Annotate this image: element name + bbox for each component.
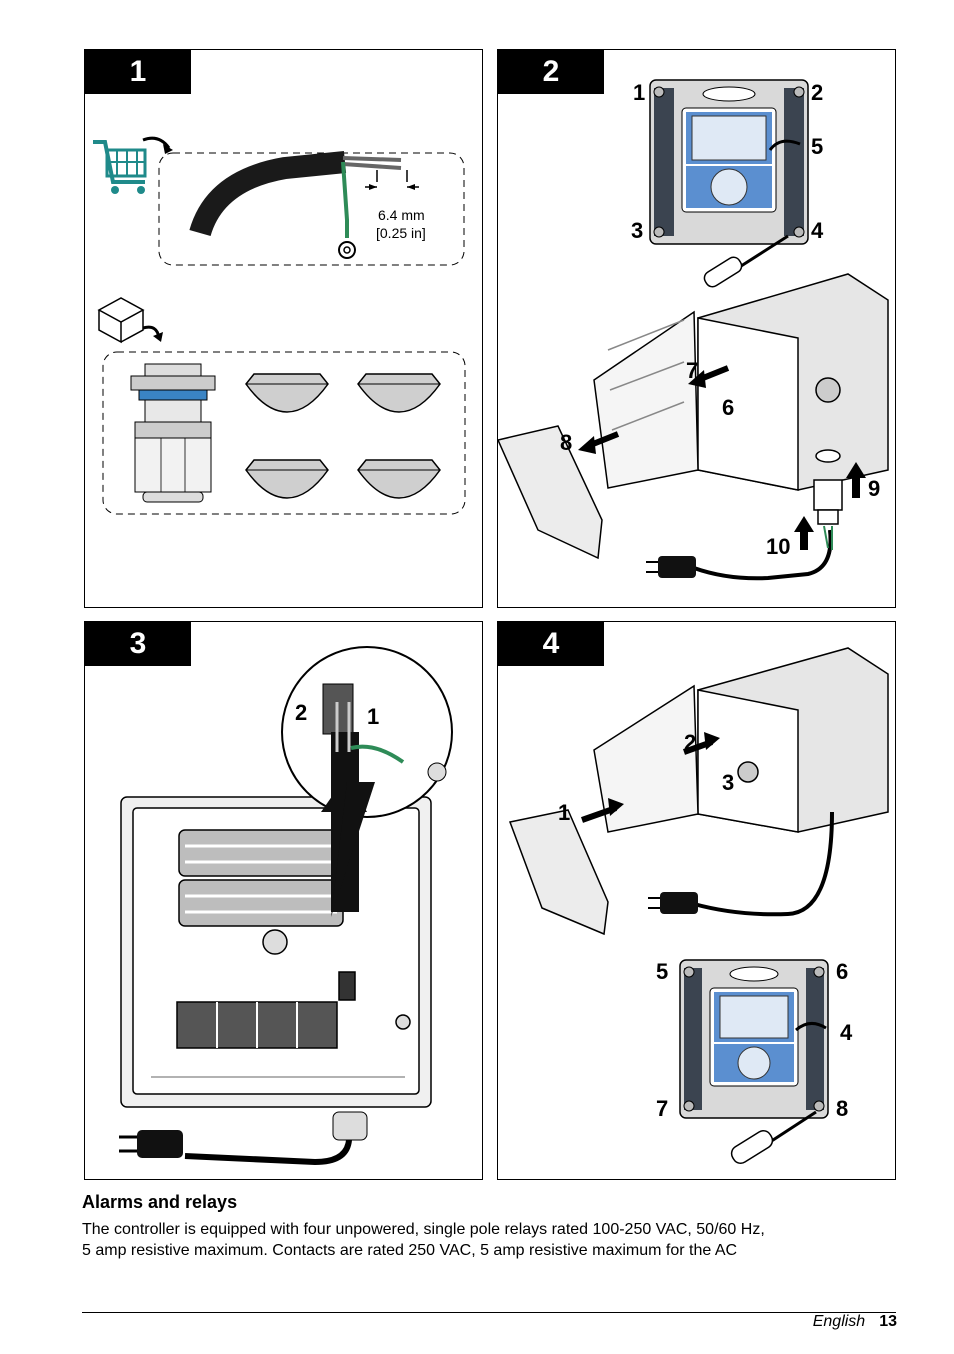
- dimension-in-label: [0.25 in]: [376, 225, 426, 241]
- power-cord-icon: [119, 1111, 368, 1166]
- open-box-icon: [97, 297, 163, 344]
- power-cord-icon: [646, 525, 833, 581]
- open-enclosure: [593, 273, 889, 491]
- callout-6: 6: [722, 395, 734, 420]
- footer-divider: [82, 1312, 896, 1313]
- callout-4: 4: [840, 1020, 853, 1045]
- step-panel-4: 4 1 2 3: [497, 621, 896, 1180]
- enclosure-cover: [508, 809, 609, 936]
- sealing-plug-part: [357, 459, 441, 499]
- callout-4: 4: [811, 218, 824, 243]
- page-number: 13: [879, 1313, 897, 1330]
- callout-7: 7: [656, 1096, 668, 1121]
- enclosure-interior: [120, 796, 432, 1108]
- callout-1: 1: [558, 800, 570, 825]
- callout-2: 2: [811, 80, 823, 105]
- step-number-3: 3: [85, 622, 191, 666]
- section-heading: Alarms and relays: [82, 1192, 238, 1212]
- dimension-mm-label: 6.4 mm: [378, 207, 425, 223]
- footer-language: English: [812, 1313, 866, 1330]
- open-enclosure: [593, 647, 889, 833]
- callout-1: 1: [367, 704, 379, 729]
- controller-front: [649, 79, 809, 245]
- step-panel-1: 1 6.4 mm [0.25 in]: [84, 49, 483, 608]
- callout-2: 2: [684, 730, 696, 755]
- sealing-plug-part: [245, 373, 329, 413]
- step-2-illustration: 1 2 3 4 5 8 7 6: [498, 79, 889, 581]
- sealing-plug-part: [357, 373, 441, 413]
- shopping-cart-icon: [93, 136, 173, 194]
- section-body: The controller is equipped with four unp…: [82, 1219, 882, 1261]
- callout-3: 3: [631, 218, 643, 243]
- step-number-4: 4: [498, 622, 604, 666]
- callout-2: 2: [295, 700, 307, 725]
- callout-1: 1: [633, 80, 645, 105]
- enclosure-cover: [498, 425, 603, 560]
- callout-7: 7: [686, 358, 698, 383]
- controller-front: [679, 959, 829, 1119]
- power-cord-icon: [648, 811, 834, 917]
- screwdriver-icon: [703, 234, 789, 288]
- callout-8: 8: [560, 430, 572, 455]
- step-3-illustration: 2 1: [119, 646, 453, 1166]
- step-4-illustration: 1 2 3 5 6 4 7 8: [508, 647, 889, 1165]
- callout-3: 3: [722, 770, 734, 795]
- callout-5: 5: [656, 959, 668, 984]
- step-panel-3: 3 2 1: [84, 621, 483, 1180]
- body-line: 5 amp resistive maximum. Contacts are ra…: [82, 1242, 738, 1259]
- step-panel-2: 2 1 2 3 4 5: [497, 49, 896, 608]
- screwdriver-icon: [730, 1110, 817, 1165]
- sealing-plug-part: [245, 459, 329, 499]
- callout-6: 6: [836, 959, 848, 984]
- step-number-2: 2: [498, 50, 604, 94]
- step-1-illustration: 6.4 mm [0.25 in]: [93, 136, 466, 515]
- callout-9: 9: [868, 476, 880, 501]
- step-number-1: 1: [85, 50, 191, 94]
- cable-gland-part: [130, 363, 216, 503]
- callout-8: 8: [836, 1096, 848, 1121]
- page-footer: English 13: [813, 1313, 897, 1331]
- body-line: The controller is equipped with four unp…: [82, 1221, 765, 1238]
- gland-parts: [813, 449, 843, 525]
- callout-10: 10: [766, 534, 790, 559]
- callout-5: 5: [811, 134, 823, 159]
